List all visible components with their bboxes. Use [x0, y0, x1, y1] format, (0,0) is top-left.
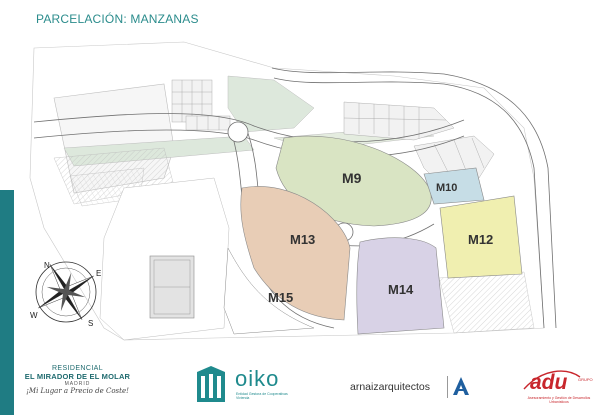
label-m15: M15 — [268, 290, 293, 305]
label-m14: M14 — [388, 282, 414, 297]
brand-mirador-line2: EL MIRADOR DE EL MOLAR — [24, 372, 131, 382]
adu-swoosh-icon — [523, 370, 581, 390]
block-labels: M9 M10 M12 M13 M14 M15 — [268, 170, 493, 305]
zone-p13-pitch — [149, 255, 195, 319]
oiko-wordmark: oiko — [235, 366, 280, 391]
adu-subtitle: Asesoramiento y Gestión de Desarrollos U… — [527, 396, 591, 405]
compass-n: N — [44, 261, 50, 270]
block-m13 — [240, 186, 351, 321]
compass-w: W — [30, 311, 38, 320]
arnaiz-a-icon — [453, 377, 469, 395]
left-band — [0, 0, 14, 415]
block-m10 — [423, 167, 485, 205]
page-title: PARCELACIÓN: MANZANAS — [36, 12, 199, 26]
label-m10: M10 — [436, 182, 457, 194]
label-m12: M12 — [468, 232, 493, 247]
brand-mirador-line3: MADRID — [64, 380, 91, 387]
lot-grid-upper — [171, 79, 231, 131]
brand-mirador: RESIDENCIAL EL MIRADOR DE EL MOLAR MADRI… — [20, 365, 135, 395]
zone-green-top — [227, 75, 315, 133]
compass-rose-icon: N E S W — [30, 261, 101, 328]
block-m14 — [356, 237, 445, 335]
label-m9: M9 — [342, 170, 362, 186]
zone-forest-east — [438, 271, 535, 334]
oiko-subtitle: Entidad Gestora de Cooperativas Vivienda — [236, 392, 288, 401]
block-m15 — [223, 247, 315, 335]
label-m13: M13 — [290, 232, 315, 247]
compass-e: E — [96, 269, 101, 278]
compass-s: S — [88, 319, 93, 328]
adu-grupo: GRUPO — [578, 377, 593, 382]
adu-wordmark: adu — [530, 371, 568, 394]
oiko-building-icon — [197, 366, 225, 402]
teal-stripe — [0, 190, 14, 415]
block-m12 — [439, 195, 523, 279]
arnaiz-wordmark: arnaizarquitectos — [350, 381, 430, 393]
site-plan-map: M9 M10 M12 M13 M14 M15 N E S W — [29, 41, 557, 341]
brand-mirador-slogan: ¡Mi Lugar a Precio de Coste! — [26, 387, 129, 396]
terrain-outline — [29, 41, 545, 341]
brand-mirador-line1: RESIDENCIAL — [51, 365, 104, 372]
arnaiz-divider — [447, 376, 448, 398]
